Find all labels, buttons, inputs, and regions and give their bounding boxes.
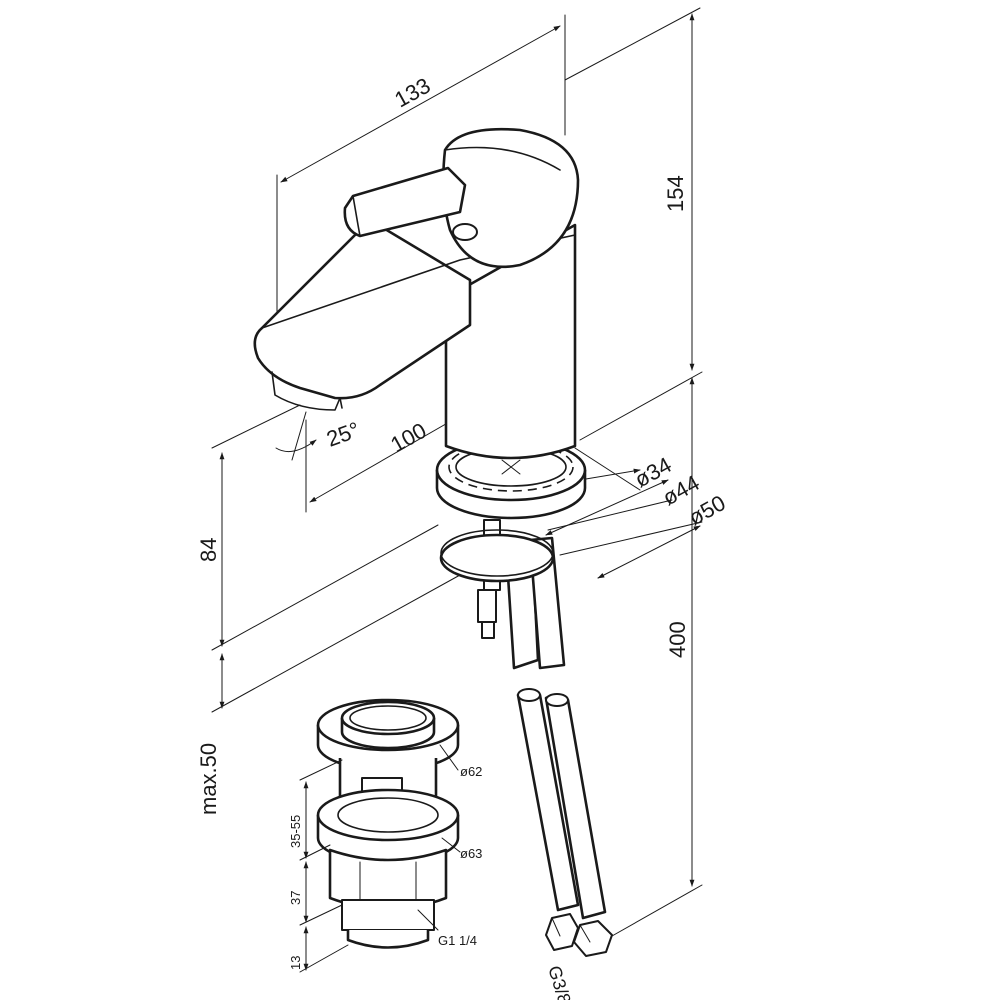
- dimension-label-25: 25°: [323, 417, 363, 452]
- dimension-label-100: 100: [386, 418, 430, 458]
- thread-label-g114: G1 1/4: [438, 933, 477, 948]
- dimension-label-d62: ø62: [460, 764, 482, 779]
- faucet-body: [253, 127, 580, 460]
- dimension-label-133: 133: [390, 73, 434, 113]
- dimension-max50: max.50: [196, 574, 461, 815]
- dimension-label-max50: max.50: [196, 743, 221, 815]
- dimension-label-37: 37: [288, 891, 303, 905]
- dimension-84: 84: [196, 404, 439, 651]
- flexible-hoses: G3/8: [504, 536, 613, 1000]
- dimension-label-84: 84: [196, 538, 221, 562]
- dimension-angle-25: 25°: [275, 411, 363, 461]
- dimension-label-400: 400: [665, 621, 690, 658]
- mounting-stud: [439, 519, 555, 639]
- dimension-label-35-55: 35-55: [288, 815, 303, 848]
- popup-waste: [316, 698, 460, 949]
- thread-label-g38: G3/8: [544, 963, 575, 1000]
- popup-waste-dimensions: 35-55 37 13 ø62 ø63 G1 1/4: [288, 744, 482, 973]
- dimension-label-154: 154: [663, 175, 688, 212]
- dimension-400: 400: [579, 371, 703, 937]
- dimension-154: 154: [564, 7, 701, 371]
- dimension-label-13: 13: [288, 956, 303, 970]
- dimension-label-d63: ø63: [460, 846, 482, 861]
